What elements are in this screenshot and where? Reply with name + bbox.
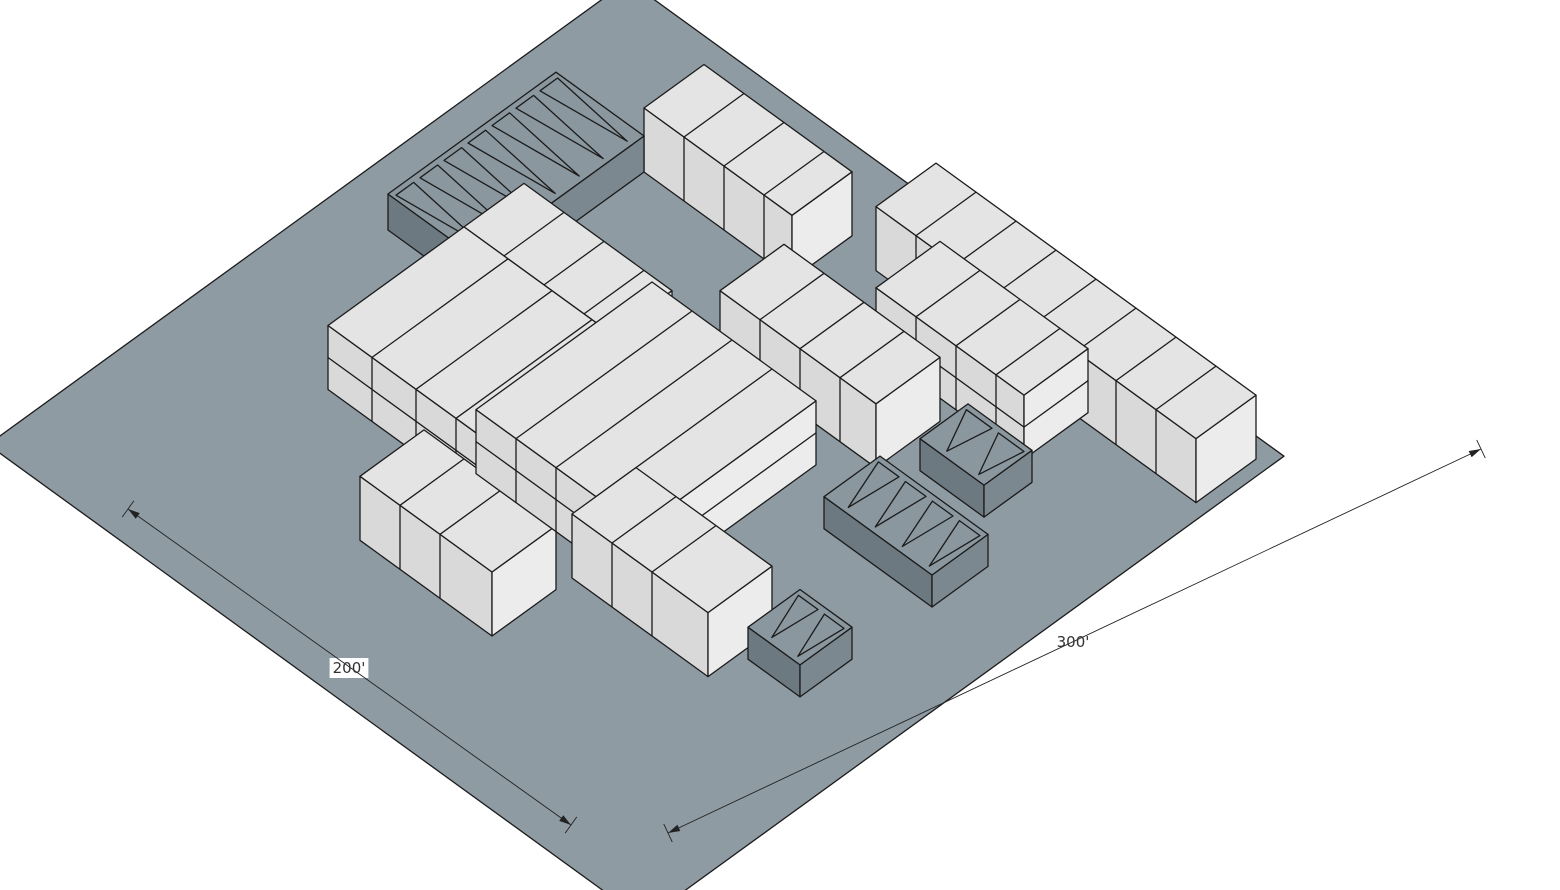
vent-triangle-icon [901,500,954,548]
module-block-southwest [571,466,773,678]
extension-tick [564,816,578,834]
module-joint [1115,336,1177,445]
dimension-lines: 200' 300' [121,439,1486,843]
vent-triangle-icon [491,112,580,177]
dimension-line [127,508,572,826]
module-joint [651,525,717,636]
vent-triangle-icon [467,129,556,195]
module-joint [955,298,1021,410]
vent-triangle-icon [946,409,993,452]
module-roof [919,403,1033,486]
module-joint [399,458,465,570]
module-block-west [359,429,557,637]
module-joint [515,310,693,503]
module-joint [723,121,785,230]
module-block-middle-east [719,243,941,469]
arrowhead-icon [668,824,681,833]
module-joint [683,92,745,201]
vent-triangle-icon [539,77,628,142]
vent-triangle-icon [797,613,845,657]
module-joint [439,487,505,599]
module-block-north [643,63,853,280]
vent-triangle-icon [443,146,532,212]
building-modules [327,63,1257,698]
vent-triangle-icon [395,181,484,247]
dimension-label-background [329,658,369,678]
length-dimension-label: 300' [1057,633,1090,651]
extension-tick [121,500,135,518]
width-dimension-label: 200' [333,659,366,677]
equipment-unit-southwest [747,588,853,698]
equipment-unit-east [919,403,1033,518]
module-joint [371,258,509,422]
module-roof [747,588,853,666]
module-roof [823,455,989,576]
module-joint [839,330,905,442]
vent-triangle-icon [419,164,508,229]
module-roof [875,240,1089,396]
vent-triangle-icon [928,519,981,567]
module-joint [415,290,553,454]
equipment-row-south [823,455,989,608]
arrowhead-icon [128,509,140,519]
dimension-line [667,448,1482,834]
module-joint [1155,365,1217,474]
vent-triangle-icon [978,432,1025,476]
extension-tick [663,823,673,843]
module-joint [995,327,1061,439]
arrowhead-icon [559,815,571,825]
module-roof [643,63,853,216]
dimension-length [663,439,1486,843]
module-joint [555,339,733,532]
vent-triangle-icon [771,594,819,639]
extension-tick [1476,439,1486,459]
module-block-east-stack [875,240,1089,460]
module-roof [571,466,773,614]
vent-triangle-icon [847,461,900,509]
module-roof [719,243,941,405]
vent-triangle-icon [515,94,604,160]
module-joint [763,150,825,259]
module-joint [611,496,677,607]
arrowhead-icon [1468,449,1481,458]
vent-triangle-icon [874,480,927,528]
dimension-width [121,500,578,834]
